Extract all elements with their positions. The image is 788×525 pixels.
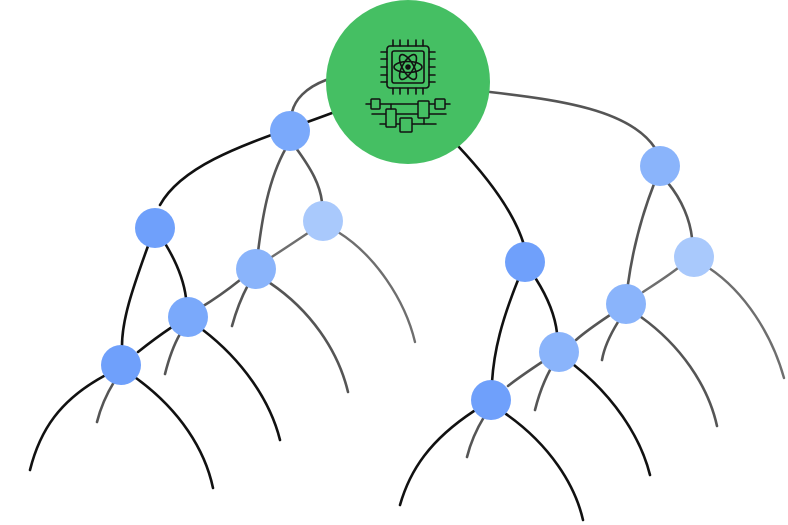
tree-node (303, 201, 343, 241)
edge-t-to-s (641, 266, 680, 294)
edge-f-leaf-mid (95, 380, 116, 424)
edge-r-to-s (626, 182, 656, 286)
edge-m-to-n (534, 277, 559, 335)
edge-p-leaf-right (504, 412, 585, 522)
edge-f-leaf-left (28, 374, 106, 472)
edge-d-to-e (164, 243, 188, 300)
tree-node (539, 332, 579, 372)
tree-node (168, 297, 208, 337)
edge-m-to-p (490, 278, 520, 384)
tree-node (135, 208, 175, 248)
edge-n-to-p (506, 360, 544, 388)
edge-a-to-c (294, 146, 324, 204)
tree-node (236, 249, 276, 289)
tree-node (270, 111, 310, 151)
tree-node (606, 284, 646, 324)
edge-r-to-t (666, 181, 694, 240)
tree-node (471, 380, 511, 420)
edge-f-leaf-right (134, 376, 215, 490)
root-node (326, 0, 490, 164)
root-circle (326, 0, 490, 164)
edge-b-leaf-right (268, 281, 350, 394)
edge-root-to-node-a (290, 78, 328, 114)
edge-a-to-b (256, 146, 288, 254)
edge-c-to-b (268, 231, 310, 260)
tree-node (674, 237, 714, 277)
edge-n-leaf-left (533, 368, 552, 412)
edge-e-leaf-right (201, 328, 282, 442)
tree-nodes (101, 111, 714, 420)
edge-s-leaf-right (639, 315, 719, 428)
edge-b-leaf-left (230, 283, 250, 328)
edge-e-to-f (136, 325, 174, 354)
edge-t-leaf (707, 266, 786, 380)
edge-root-to-node-m (456, 144, 526, 247)
tree-node (101, 345, 141, 385)
edge-e-leaf-left (163, 332, 182, 376)
quantum-circuit-icon (365, 98, 451, 133)
edge-s-leaf-left (600, 320, 620, 362)
tree-edges (28, 78, 786, 522)
quantum-chip-icon (380, 39, 436, 95)
edge-c-leaf (336, 230, 417, 344)
tree-node (640, 146, 680, 186)
edge-p-leaf-left (398, 409, 476, 507)
edge-n-leaf-right (572, 363, 652, 477)
edge-s-to-n (574, 313, 612, 342)
edge-b-to-e (198, 278, 242, 310)
edge-root-to-node-r (488, 90, 657, 150)
edge-p-leaf-mid (465, 415, 486, 459)
edge-d-to-f (120, 244, 150, 348)
tree-node (505, 242, 545, 282)
